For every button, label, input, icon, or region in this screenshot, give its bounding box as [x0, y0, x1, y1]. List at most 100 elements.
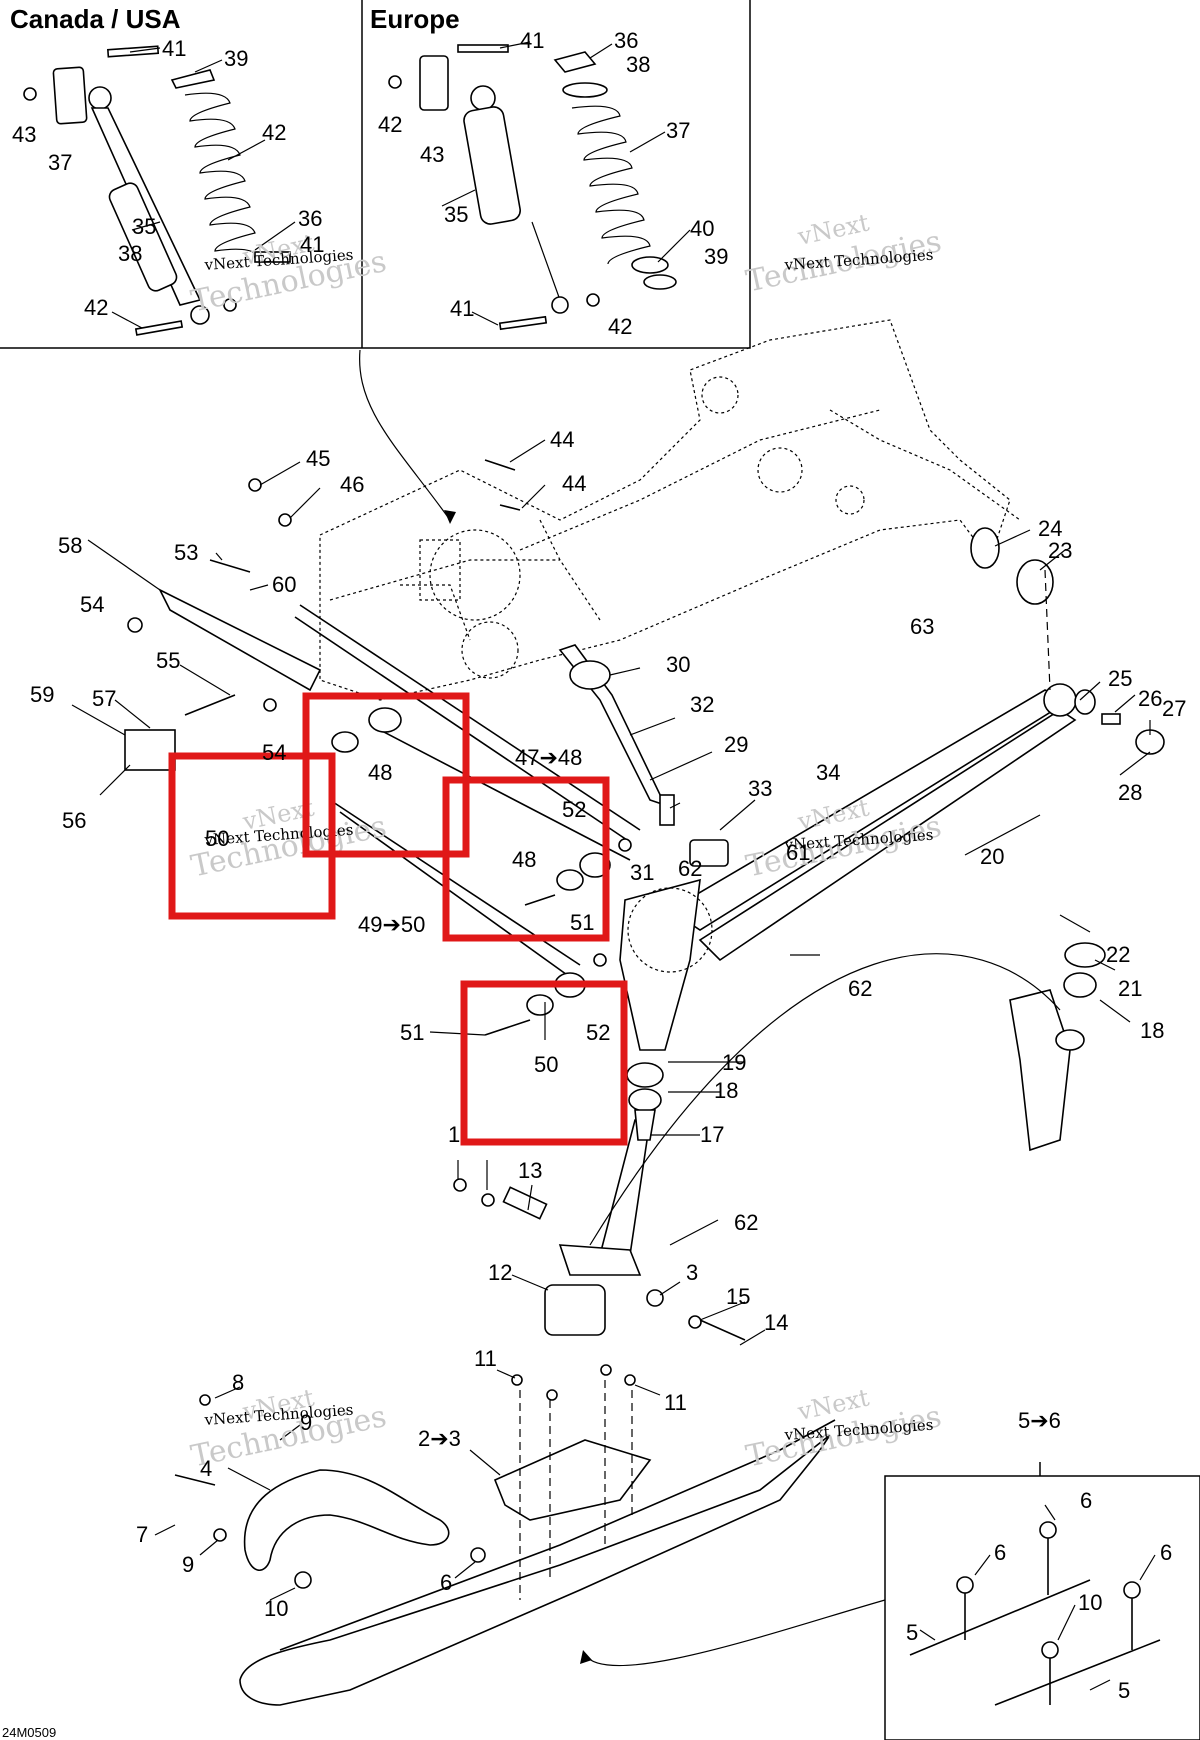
- callout-canada-2: 39: [224, 46, 248, 71]
- callout-main-57: 9: [300, 1410, 312, 1435]
- callout-main-44: 19: [722, 1050, 746, 1075]
- callout-canada-3: 42: [262, 120, 286, 145]
- callout-canada-9: 41: [300, 232, 324, 257]
- callout-main-10: 23: [1048, 538, 1072, 563]
- callout-main-49: 62: [734, 1210, 758, 1235]
- callout-main-37: 62: [848, 976, 872, 1001]
- callout-main-53: 14: [764, 1310, 788, 1335]
- callout-canada-10: 42: [84, 295, 108, 320]
- callout-main-55: 11: [664, 1390, 687, 1415]
- callout-main-66: 10: [1078, 1590, 1102, 1615]
- europe-title: Europe: [370, 4, 460, 34]
- chassis-frame-outline: [319, 319, 1021, 701]
- callout-europe-4: 42: [378, 112, 402, 137]
- inset-connector-line: [359, 349, 451, 521]
- callout-main-9: 24: [1038, 516, 1062, 541]
- callout-main-13: 59: [30, 682, 54, 707]
- callout-europe-9: 39: [704, 244, 728, 269]
- callout-europe-6: 37: [666, 118, 690, 143]
- ski-drawing: [174, 1364, 886, 1706]
- callout-main-40: 51: [400, 1020, 424, 1045]
- canada-usa-title: Canada / USA: [10, 4, 181, 34]
- callout-main-17: 25: [1108, 666, 1132, 691]
- callout-main-2: 44: [562, 471, 586, 496]
- callout-main-31: 31: [630, 860, 654, 885]
- callout-main-39: 21: [1118, 976, 1142, 1001]
- callout-main-68: 10: [264, 1596, 288, 1621]
- callout-main-42: 50: [534, 1052, 558, 1077]
- callout-main-7: 60: [272, 572, 296, 597]
- callout-main-19: 27: [1162, 696, 1186, 721]
- callout-europe-8: 40: [690, 216, 714, 241]
- callout-main-48: 13: [518, 1158, 542, 1183]
- highlight-box-upper: [302, 692, 470, 858]
- callout-europe-3: 38: [626, 52, 650, 77]
- callout-main-16: 32: [690, 692, 714, 717]
- callout-main-11: 63: [910, 614, 934, 639]
- callout-canada-5: 37: [48, 150, 72, 175]
- callout-canada-1: 41: [162, 36, 186, 61]
- callout-main-22: 47➔48: [515, 745, 582, 770]
- callout-main-4: 46: [340, 472, 364, 497]
- callout-canada-8: 36: [298, 206, 322, 231]
- callout-europe-10: 41: [450, 296, 474, 321]
- callout-canada-6: 35: [132, 214, 156, 239]
- callout-main-24: 28: [1118, 780, 1142, 805]
- callout-main-29: 34: [816, 760, 840, 785]
- callout-main-30: 48: [512, 847, 536, 872]
- diagram-code: 24M0509: [2, 1725, 56, 1740]
- callout-main-46: 17: [700, 1122, 724, 1147]
- callout-main-18: 26: [1138, 686, 1162, 711]
- callout-europe-5: 43: [420, 142, 444, 167]
- callout-main-25: 56: [62, 808, 86, 833]
- callout-canada-4: 43: [12, 122, 36, 147]
- callout-europe-1: 41: [520, 28, 544, 53]
- callout-main-70: 5: [1118, 1678, 1130, 1703]
- callout-main-12: 55: [156, 648, 180, 673]
- callout-main-20: 54: [262, 740, 286, 765]
- callout-main-14: 57: [92, 686, 116, 711]
- callout-main-32: 62: [678, 856, 702, 881]
- callout-main-60: 6: [1080, 1488, 1092, 1513]
- callout-main-45: 18: [714, 1078, 738, 1103]
- callout-main-3: 45: [306, 446, 330, 471]
- europe-shock-drawing: [388, 44, 677, 331]
- highlight-box-left: [168, 752, 336, 920]
- callout-main-59: 5➔6: [1018, 1408, 1061, 1433]
- highlight-box-middle: [442, 776, 610, 942]
- highlight-box-lower: [460, 980, 628, 1146]
- leader-lines: [71, 41, 1156, 1691]
- callout-main-64: 7: [136, 1522, 148, 1547]
- callout-main-6: 53: [174, 540, 198, 565]
- callout-main-38: 22: [1106, 942, 1130, 967]
- callout-main-69: 5: [906, 1620, 918, 1645]
- callout-main-43: 18: [1140, 1018, 1164, 1043]
- callout-main-23: 29: [724, 732, 748, 757]
- highlight-boxes: [168, 692, 628, 1146]
- carbide-inset-panel: [884, 1462, 1200, 1740]
- callout-main-34: 49➔50: [358, 912, 425, 937]
- callout-main-5: 58: [58, 533, 82, 558]
- callout-europe-2: 36: [614, 28, 638, 53]
- callout-main-51: 3: [686, 1260, 698, 1285]
- callout-main-52: 15: [726, 1284, 750, 1309]
- callout-main-63: 6: [1160, 1540, 1172, 1565]
- callout-main-36: 61: [786, 840, 810, 865]
- callout-canada-7: 38: [118, 241, 142, 266]
- callout-main-61: 4: [200, 1456, 212, 1481]
- callout-main-50: 12: [488, 1260, 512, 1285]
- inset-panels: Canada / USA Europe: [0, 0, 751, 349]
- callout-main-41: 52: [586, 1020, 610, 1045]
- callout-main-28: 50: [205, 826, 229, 851]
- suspension-arms-drawing: [124, 459, 1165, 1341]
- callout-europe-7: 35: [444, 202, 468, 227]
- callout-main-65: 9: [182, 1552, 194, 1577]
- callout-main-26: 52: [562, 797, 586, 822]
- callout-main-21: 48: [368, 760, 392, 785]
- callout-main-33: 20: [980, 844, 1004, 869]
- callout-main-62: 6: [994, 1540, 1006, 1565]
